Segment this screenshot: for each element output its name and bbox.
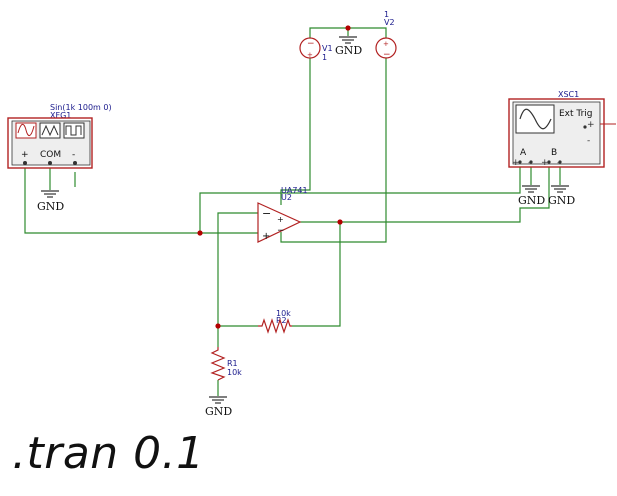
- sine-trace-icon: [519, 108, 552, 130]
- r2-value-label: 10k: [276, 309, 291, 318]
- wire-inverting-node: [217, 212, 258, 326]
- junction-dot: [215, 323, 221, 329]
- gnd-label: GND: [518, 194, 545, 207]
- gnd-label: GND: [335, 44, 362, 57]
- resistor-r2[interactable]: 10k R2: [258, 309, 292, 334]
- opamp-u2[interactable]: UA741 U2 − + + −: [257, 186, 308, 243]
- channel-a-minus-terminal[interactable]: [529, 160, 533, 164]
- dc-source-symbol: [299, 37, 321, 59]
- noninverting-input-sign: +: [262, 231, 270, 242]
- r1-value-label: 10k: [227, 368, 242, 377]
- a-minus-sign: -: [528, 158, 531, 168]
- channel-b-plus-terminal[interactable]: [547, 160, 551, 164]
- v2-value-label: 1: [384, 10, 389, 19]
- b-minus-sign: -: [557, 158, 560, 168]
- oscilloscope-xsc1[interactable]: XSC1 Ext Trig + - A B + - + -: [508, 90, 616, 168]
- gnd-label: GND: [548, 194, 575, 207]
- v1-ref-label: V1: [322, 44, 333, 53]
- xfg1-ref-label: XFG1: [50, 111, 71, 120]
- channel-b-minus-terminal[interactable]: [558, 160, 562, 164]
- wire-input-to-scope-a: [199, 163, 521, 233]
- triangle-wave-icon[interactable]: [39, 122, 61, 139]
- v1-value-label: 1: [322, 53, 327, 62]
- ground-top: GND: [335, 36, 362, 57]
- terminal-plus-label: +: [21, 150, 29, 160]
- junctions: [197, 25, 351, 329]
- xsc1-ref-label: XSC1: [558, 90, 579, 99]
- trig-plus-sign: +: [587, 120, 595, 130]
- r1-ref-label: R1: [227, 359, 238, 368]
- square-wave-icon[interactable]: [63, 122, 85, 139]
- ground-r1: GND: [205, 396, 232, 418]
- wires: [24, 27, 561, 396]
- source-v2[interactable]: + − 1 V2: [375, 10, 397, 60]
- resistor-r1[interactable]: R1 10k: [210, 347, 242, 381]
- junction-dot: [337, 219, 343, 225]
- sine-wave-icon[interactable]: [15, 122, 37, 139]
- channel-a-plus-terminal[interactable]: [518, 160, 522, 164]
- resistor-zigzag: [258, 318, 292, 334]
- u2-ref-label: U2: [281, 193, 292, 202]
- wire-fg-plus: [24, 163, 258, 234]
- xfg1-value-label: Sin(1k 100m 0): [50, 103, 112, 112]
- resistor-zigzag: [210, 347, 226, 381]
- function-generator-xfg1[interactable]: Sin(1k 100m 0) XFG1 + COM -: [7, 103, 112, 169]
- ext-trig-terminal[interactable]: [583, 125, 587, 129]
- dc-source-symbol: [375, 37, 397, 59]
- plus-sign: +: [383, 40, 389, 48]
- terminal-minus[interactable]: [73, 161, 77, 165]
- ground-scope-b: GND: [548, 185, 575, 207]
- wire-output-to-scope-b: [340, 163, 550, 223]
- junction-dot: [197, 230, 203, 236]
- wire-v2-supply: [280, 58, 387, 243]
- junction-dot: [345, 25, 351, 31]
- v2-ref-label: V2: [384, 18, 395, 27]
- vminus-supply-sign: −: [277, 226, 285, 236]
- terminal-minus-label: -: [72, 150, 75, 160]
- plus-sign: +: [307, 51, 313, 59]
- opamp-triangle: [257, 202, 302, 243]
- wire-v1-supply: [280, 58, 311, 205]
- gnd-label: GND: [205, 405, 232, 418]
- source-v1[interactable]: − + V1 1: [299, 37, 333, 62]
- inverting-input-sign: −: [262, 207, 271, 220]
- channel-a-label: A: [520, 148, 527, 158]
- minus-sign: −: [307, 39, 315, 49]
- ext-trig-label: Ext Trig: [559, 109, 593, 119]
- minus-sign: −: [383, 50, 391, 60]
- ground-scope-a: GND: [518, 185, 545, 207]
- a-plus-sign: +: [512, 158, 520, 168]
- ground-fg: GND: [37, 190, 64, 213]
- u2-model-label: UA741: [281, 186, 308, 195]
- gnd-label: GND: [37, 200, 64, 213]
- r2-ref-label: R2: [276, 316, 287, 325]
- wire-output-feedback: [292, 221, 341, 327]
- channel-b-label: B: [551, 148, 557, 158]
- b-plus-sign: +: [541, 158, 549, 168]
- vplus-supply-sign: +: [277, 215, 284, 224]
- trig-minus-sign: -: [587, 136, 590, 146]
- terminal-plus[interactable]: [23, 161, 27, 165]
- terminal-com[interactable]: [48, 161, 52, 165]
- spice-directive: .tran 0.1: [12, 428, 205, 479]
- terminal-com-label: COM: [40, 150, 61, 160]
